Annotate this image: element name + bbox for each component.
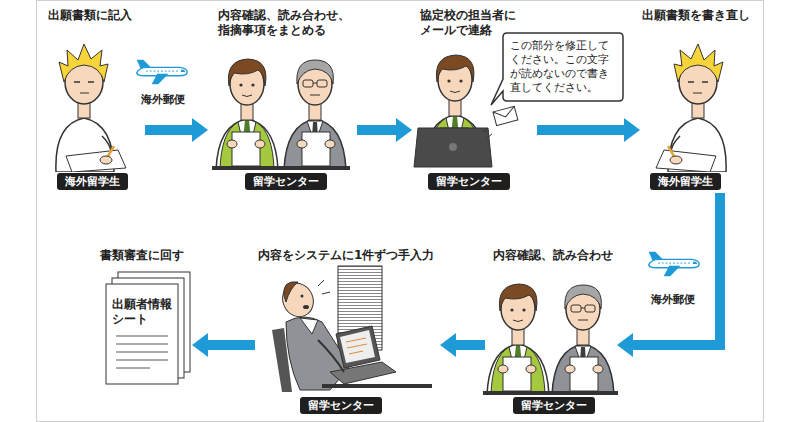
overwhelmed-staff-figure [318,340,344,372]
step-heading: 内容確認、読み合わせ [493,248,613,263]
arrow-shaft [145,125,193,135]
document-stack-icon [106,272,190,384]
center-stage: 内容確認、読み合わせ留学センター [485,245,617,417]
plane-icon [137,60,187,84]
speech-bubble: この部分を修正してください。この文字が読めないので書き直してください。 [503,33,623,101]
envelope-icon [483,106,518,138]
edge-label: 海外郵便 [140,92,186,107]
actor-tag: 留学センター [428,173,510,190]
actor-tag: 留学センター [245,173,327,190]
arrow-shaft [537,125,625,135]
actor-tag: 海外留学生 [57,173,128,190]
bubble-text: この部分を修正してください。この文字が読めないので書き直してください。 [510,39,616,95]
step-heading: 書類審査に回す [100,248,184,263]
student-stage: 出願書類に記入海外留学生 [45,5,145,193]
center-stage: 内容確認、読み合わせ、指摘事項をまとめる留学センター [208,5,357,193]
staff-figure [212,59,282,170]
frame [37,1,764,422]
staff-figure [212,59,282,170]
arrow-head [192,118,208,142]
arrow-head [440,333,456,357]
plane-icon [649,252,699,276]
flow-arrow [537,118,640,142]
arrow-head [624,118,640,142]
arrow-head [617,333,633,357]
overwhelmed-staff-figure [303,305,309,309]
overwhelmed-staff-figure [301,295,304,298]
flow-arrow [192,333,255,357]
envelope-icon [493,106,518,125]
staff-figure [483,284,553,395]
flow-arrow [145,118,208,142]
step-heading: 出願書類を書き直し [642,8,750,23]
student-stage: 出願書類を書き直し海外留学生 [640,5,754,193]
overwhelmed-staff-figure [300,318,318,334]
document-stack-icon [106,284,178,384]
staff-figure [548,285,618,395]
overwhelmed-staff-figure [336,326,380,368]
laptop-icon [449,143,457,151]
edge-label: 海外郵便 [650,292,696,307]
step-heading: 内容確認、読み合わせ、指摘事項をまとめる [218,8,353,38]
document-node: 書類審査に回す出願者情報シート [92,245,192,395]
actor-tag: 留学センター [300,397,382,414]
flow-arrow [357,118,412,142]
arrow-shaft [455,340,485,350]
flow-arrow [440,333,485,357]
arrow-shaft [632,193,720,345]
arrow-shaft [357,125,397,135]
plane-icon [137,60,187,84]
document-title: 出願者情報シート [112,297,174,327]
staff-figure [280,60,350,170]
actor-tag: 留学センター [513,397,595,414]
envelope-icon [493,106,516,119]
overwhelmed-staff-figure [284,282,298,302]
envelope-icon [483,128,492,138]
arrow-head [396,118,412,142]
step-heading: 内容をシステムに1件ずつ手入力 [258,248,434,263]
student-figure [56,44,126,172]
student-figure [656,44,726,172]
student-figure [56,44,126,172]
student-figure [656,44,726,172]
overwhelmed-staff-figure [318,280,330,294]
plane-icon [649,252,699,276]
envelope-icon [493,106,518,125]
step-heading: 出願書類に記入 [48,8,132,23]
laptop-icon [414,128,492,167]
overwhelmed-staff-figure [340,330,375,363]
overwhelmed-staff-figure [272,266,432,392]
staff-figure [548,285,618,395]
staff-figure [483,284,553,395]
document-stack-icon [116,336,168,368]
overwhelmed-staff-figure [322,384,432,388]
overwhelmed-staff-figure [346,338,367,354]
overwhelmed-staff-figure [277,278,319,321]
bubble-outline [491,33,623,105]
actor-tag: 海外留学生 [650,173,721,190]
center-stage: 内容をシステムに1件ずつ手入力留学センター [255,245,440,417]
laptop-icon [414,128,492,167]
staff-figure [280,60,350,170]
flow-arrow [617,193,720,357]
arrow-head [192,333,208,357]
arrow-shaft [207,340,255,350]
